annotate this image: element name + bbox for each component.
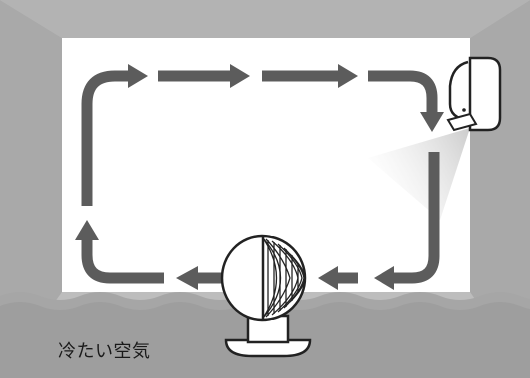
fan-guard	[263, 236, 307, 320]
circulator-fan-icon	[220, 234, 312, 358]
arrow-left-top-corner	[81, 70, 130, 206]
ac-louver	[446, 112, 478, 132]
arrowhead-6	[318, 266, 338, 290]
cold-air-label: 冷たい空気	[58, 341, 151, 362]
arrow-heads	[75, 64, 444, 290]
arrowhead-8	[75, 220, 99, 240]
room-ceiling	[0, 0, 530, 38]
ac-indicator	[462, 108, 466, 112]
arrowhead-5	[374, 266, 394, 290]
arrowhead-7	[176, 266, 198, 290]
circulation-arrows	[81, 70, 440, 284]
arrow-right-down	[392, 152, 440, 284]
arrowhead-1	[128, 64, 148, 88]
air-conditioner-icon	[446, 56, 502, 132]
fan-base	[224, 338, 312, 358]
arrowhead-4	[420, 112, 444, 132]
arrowhead-2	[230, 64, 250, 88]
arrowhead-3	[338, 64, 358, 88]
arrow-left-up	[81, 238, 164, 284]
ac-body	[468, 56, 502, 132]
cold-air-flow	[368, 128, 470, 220]
room-left-wall	[0, 0, 62, 378]
arrow-top-right-corner	[368, 70, 438, 114]
